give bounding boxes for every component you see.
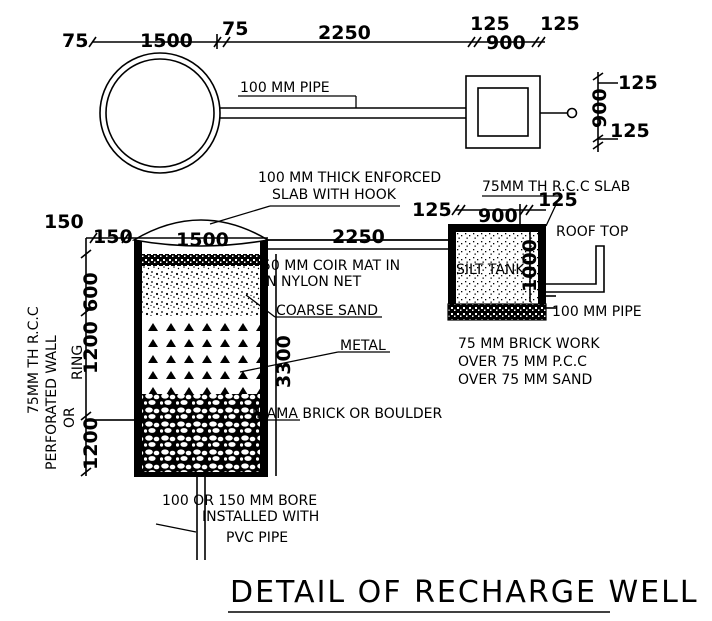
dim-2250: 2250: [318, 22, 371, 44]
label-bore-line2: INSTALLED WITH: [202, 509, 319, 525]
dome-slab: [131, 219, 271, 247]
dim-1200-upper: 1200: [80, 321, 102, 374]
dim-1500-well: 1500: [176, 229, 229, 251]
label-coarse-sand: COARSE SAND: [276, 303, 378, 319]
well-left-wall: [134, 240, 142, 476]
metal-layer: [142, 316, 260, 394]
plan-view: [88, 34, 618, 174]
coarse-sand-layer: [142, 266, 260, 316]
dim-150-right: 150: [93, 226, 133, 248]
dim-600: 600: [80, 272, 102, 312]
dim-125-tank-right: 125: [538, 189, 578, 211]
section-view: [131, 219, 605, 560]
silt-tank-right-wall: [538, 224, 546, 306]
label-slab-line1: 100 MM THICK ENFORCED: [258, 170, 441, 186]
plan-outlet-pipe-end: [566, 107, 578, 119]
well-plan-inner-ring: [105, 58, 215, 168]
label-coir-line1: 50 MM COIR MAT IN: [262, 258, 400, 274]
drawing-title-block: DETAIL OF RECHARGE WELL: [228, 575, 699, 613]
silt-tank-plan-inner: [477, 87, 529, 137]
dim-900-tank: 900: [478, 205, 518, 227]
roof-pipe: [546, 245, 605, 293]
coir-mat-layer: [142, 254, 260, 266]
dim-2250-pipe: 2250: [332, 226, 385, 248]
dim-1200-lower: 1200: [80, 417, 102, 470]
label-roof-top: ROOF TOP: [556, 224, 628, 240]
drawing-title: DETAIL OF RECHARGE WELL: [230, 575, 699, 610]
dim-125-right-bottom: 125: [610, 120, 650, 142]
label-bore-line1: 100 OR 150 MM BORE: [162, 493, 317, 509]
dim-75-right: 75: [222, 18, 248, 40]
label-brick-line1: 75 MM BRICK WORK: [458, 336, 600, 352]
label-coir-line2: IN NYLON NET: [262, 274, 362, 290]
label-pipe-section: 100 MM PIPE: [552, 304, 642, 320]
silt-tank-slab: [448, 224, 546, 232]
boulder-layer: [142, 394, 260, 472]
label-bore-line3: PVC PIPE: [226, 530, 288, 546]
material-labels: 100 MM PIPE 100 MM THICK ENFORCED SLAB W…: [26, 80, 642, 546]
label-silt-tank: SILT TANK: [456, 262, 525, 278]
dim-150-left: 150: [44, 211, 84, 233]
dim-125-right-top: 125: [618, 72, 658, 94]
dim-125-a: 125: [470, 13, 510, 35]
label-pipe-plan: 100 MM PIPE: [240, 80, 330, 96]
dim-900-right: 900: [589, 88, 611, 128]
well-plan-outer-ring: [99, 52, 221, 174]
dim-3300: 3300: [273, 335, 295, 388]
silt-tank-left-wall: [448, 224, 456, 306]
dim-1000-tank: 1000: [519, 239, 541, 292]
silt-tank-section-fill: [456, 232, 538, 304]
label-wall-line2: PERFORATED WALL: [44, 335, 60, 470]
label-wall-line3: OR: [62, 407, 78, 428]
dim-75-left: 75: [62, 30, 88, 52]
label-wall-line4: RING: [70, 345, 86, 380]
dim-1500: 1500: [140, 30, 193, 52]
label-metal: METAL: [340, 338, 386, 354]
dim-125-b: 125: [540, 13, 580, 35]
well-right-wall: [260, 240, 268, 476]
label-rcc-slab: 75MM TH R.C.C SLAB: [482, 179, 630, 195]
silt-tank-plan-outer: [465, 75, 541, 149]
label-brick-line3: OVER 75 MM SAND: [458, 372, 592, 388]
label-jhama: JHAMA BRICK OR BOULDER: [251, 406, 442, 422]
dimension-labels: 75 1500 75 2250 125 900 125 125 900 125 …: [44, 13, 658, 470]
silt-tank-base: [447, 303, 547, 321]
label-slab-line2: SLAB WITH HOOK: [272, 187, 397, 203]
well-bottom: [134, 472, 268, 477]
dim-125-tank-left: 125: [412, 199, 452, 221]
label-wall-line1: 75MM TH R.C.C: [26, 306, 42, 414]
leader-lines: [94, 95, 561, 533]
label-brick-line2: OVER 75 MM P.C.C: [458, 354, 587, 370]
dim-900: 900: [486, 32, 526, 54]
